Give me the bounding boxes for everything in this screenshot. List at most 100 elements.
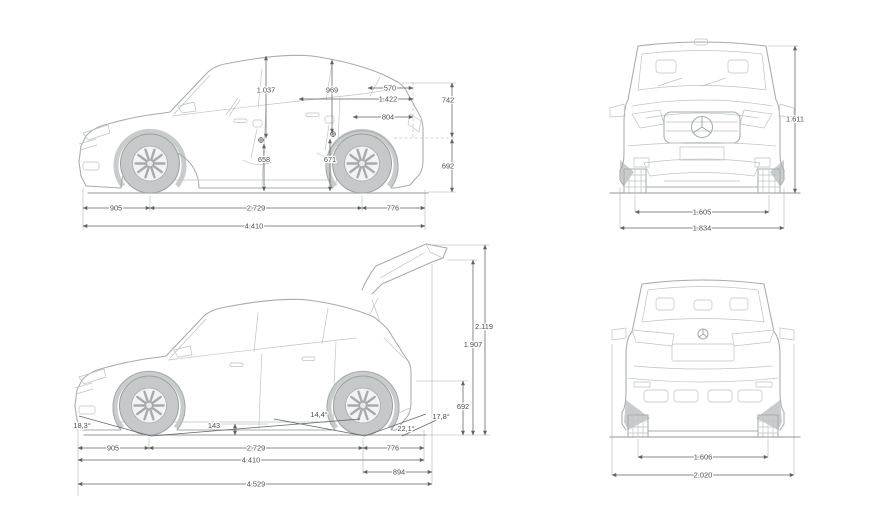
door-handle-front [229, 362, 244, 367]
mirror [173, 345, 193, 358]
rear-window [641, 286, 765, 323]
dim-width: 1.834 [693, 224, 712, 233]
beltline [167, 337, 357, 361]
lower-intake [643, 158, 761, 182]
front-seat [242, 119, 273, 165]
beltline [171, 89, 389, 117]
star-emblem [690, 115, 714, 139]
dim-1422: 1.422 [379, 95, 398, 104]
rear-view-panel: 1.606 2.020 [609, 279, 801, 481]
dim-692: 692 [442, 162, 454, 171]
dim-804: 804 [382, 113, 394, 122]
side-view-car [78, 54, 429, 195]
dim-seat-height-rear: 671 [324, 155, 336, 164]
dim-wheelbase: 2.729 [247, 204, 266, 213]
reflector-left [633, 381, 651, 388]
rear-wheel [331, 132, 393, 195]
hood-lines [631, 99, 773, 119]
door-handle-rear [305, 112, 320, 117]
dim-sill-height: 692 [457, 402, 469, 411]
headlight-grille [78, 124, 111, 151]
dim-seat-height-front: 658 [258, 155, 270, 164]
dim-rear-overhang: 776 [387, 444, 399, 453]
rear-arch-shade [326, 370, 400, 430]
headrest-right [729, 297, 749, 311]
dim-front-overhang: 905 [110, 204, 122, 213]
car-body-outline [78, 54, 424, 189]
tailgate-view-dimensions: 18,3° 143 14,4° 22,1° 17,8° 692 1.907 2.… [72, 244, 494, 496]
car-front-outline [619, 41, 785, 188]
rear-tires [627, 414, 779, 438]
side-view-dimensions: 1.037 969 570 1.422 804 742 658 671 692 … [82, 55, 456, 232]
door-handle-rear [301, 356, 316, 361]
windshield [637, 50, 767, 91]
mirrors [611, 327, 795, 341]
car-body-outline [74, 298, 412, 431]
license-plate [679, 146, 725, 161]
dim-length-open-tailgate: 4.529 [247, 480, 266, 489]
pillars [173, 63, 381, 115]
front-wheel [118, 374, 180, 437]
fog-right [754, 157, 771, 168]
dim-track-front: 1.605 [693, 208, 712, 217]
dim-axle-to-open-tailgate: 894 [393, 468, 405, 477]
dim-angle-178: 17,8° [432, 412, 449, 421]
dim-angle-221: 22,1° [397, 424, 414, 433]
dim-track-rear: 1.606 [694, 453, 713, 462]
bumper-line [627, 142, 777, 147]
h-point-markers [258, 131, 336, 143]
headlight-grille [74, 368, 107, 395]
dim-height-open-tailgate: 2.119 [475, 322, 493, 331]
front-arch-shade [112, 370, 186, 430]
dim-height: 1.611 [786, 115, 804, 124]
diffuser [643, 389, 763, 403]
dim-headroom-front: 1.037 [257, 86, 276, 95]
dim-length: 4.410 [242, 456, 261, 465]
tailgate-view-car [74, 243, 448, 437]
dim-rear-overhang: 776 [387, 204, 399, 213]
dim-570: 570 [384, 84, 396, 93]
front-view-car [609, 38, 801, 194]
door-handle-front [233, 118, 248, 123]
star-emblem [697, 328, 709, 340]
fog-lamp [78, 405, 96, 415]
steering-wheel [225, 97, 241, 117]
roof-antenna [693, 38, 709, 46]
fog-left [633, 157, 650, 168]
rear-view-car [609, 279, 801, 438]
dim-wheelbase: 2.729 [247, 444, 266, 453]
door-seams [258, 341, 337, 429]
dim-ground-clearance: 143 [208, 421, 220, 430]
fog-lamp [82, 161, 100, 171]
dim-approach-angle: 18,3° [73, 421, 90, 430]
dim-headroom-rear: 969 [326, 86, 338, 95]
dim-length: 4.410 [245, 222, 264, 231]
dim-front-overhang: 905 [107, 444, 119, 453]
front-arch-shade [113, 128, 187, 188]
car-rear-outline [621, 279, 785, 432]
headrest-right [727, 59, 749, 74]
headrest-left [655, 59, 677, 74]
headrest-center [693, 299, 713, 311]
dim-width-incl-mirrors: 2.020 [694, 471, 713, 480]
wipers [657, 77, 727, 87]
mirrors [609, 103, 795, 118]
open-tailgate-view-panel: 18,3° 143 14,4° 22,1° 17,8° 692 1.907 2.… [72, 243, 494, 496]
dim-1907: 1.907 [464, 340, 483, 349]
rear-view-dimensions: 1.606 2.020 [611, 344, 795, 481]
front-view-panel: 1.611 1.605 1.834 [609, 38, 805, 234]
mirror [177, 101, 197, 114]
grille [663, 111, 741, 144]
rear-wheel [332, 374, 394, 437]
license-plate [671, 343, 735, 362]
side-view-panel: 1.037 969 570 1.422 804 742 658 671 692 … [78, 54, 456, 232]
front-wheel [119, 132, 181, 195]
pillars [169, 307, 329, 359]
open-tailgate-flap [361, 243, 448, 315]
reflector-right [755, 381, 773, 388]
aperture-lines [371, 299, 405, 359]
tailgate-bumper-lines [627, 365, 779, 383]
front-view-dimensions: 1.611 1.605 1.834 [619, 45, 805, 234]
dim-742: 742 [442, 96, 454, 105]
